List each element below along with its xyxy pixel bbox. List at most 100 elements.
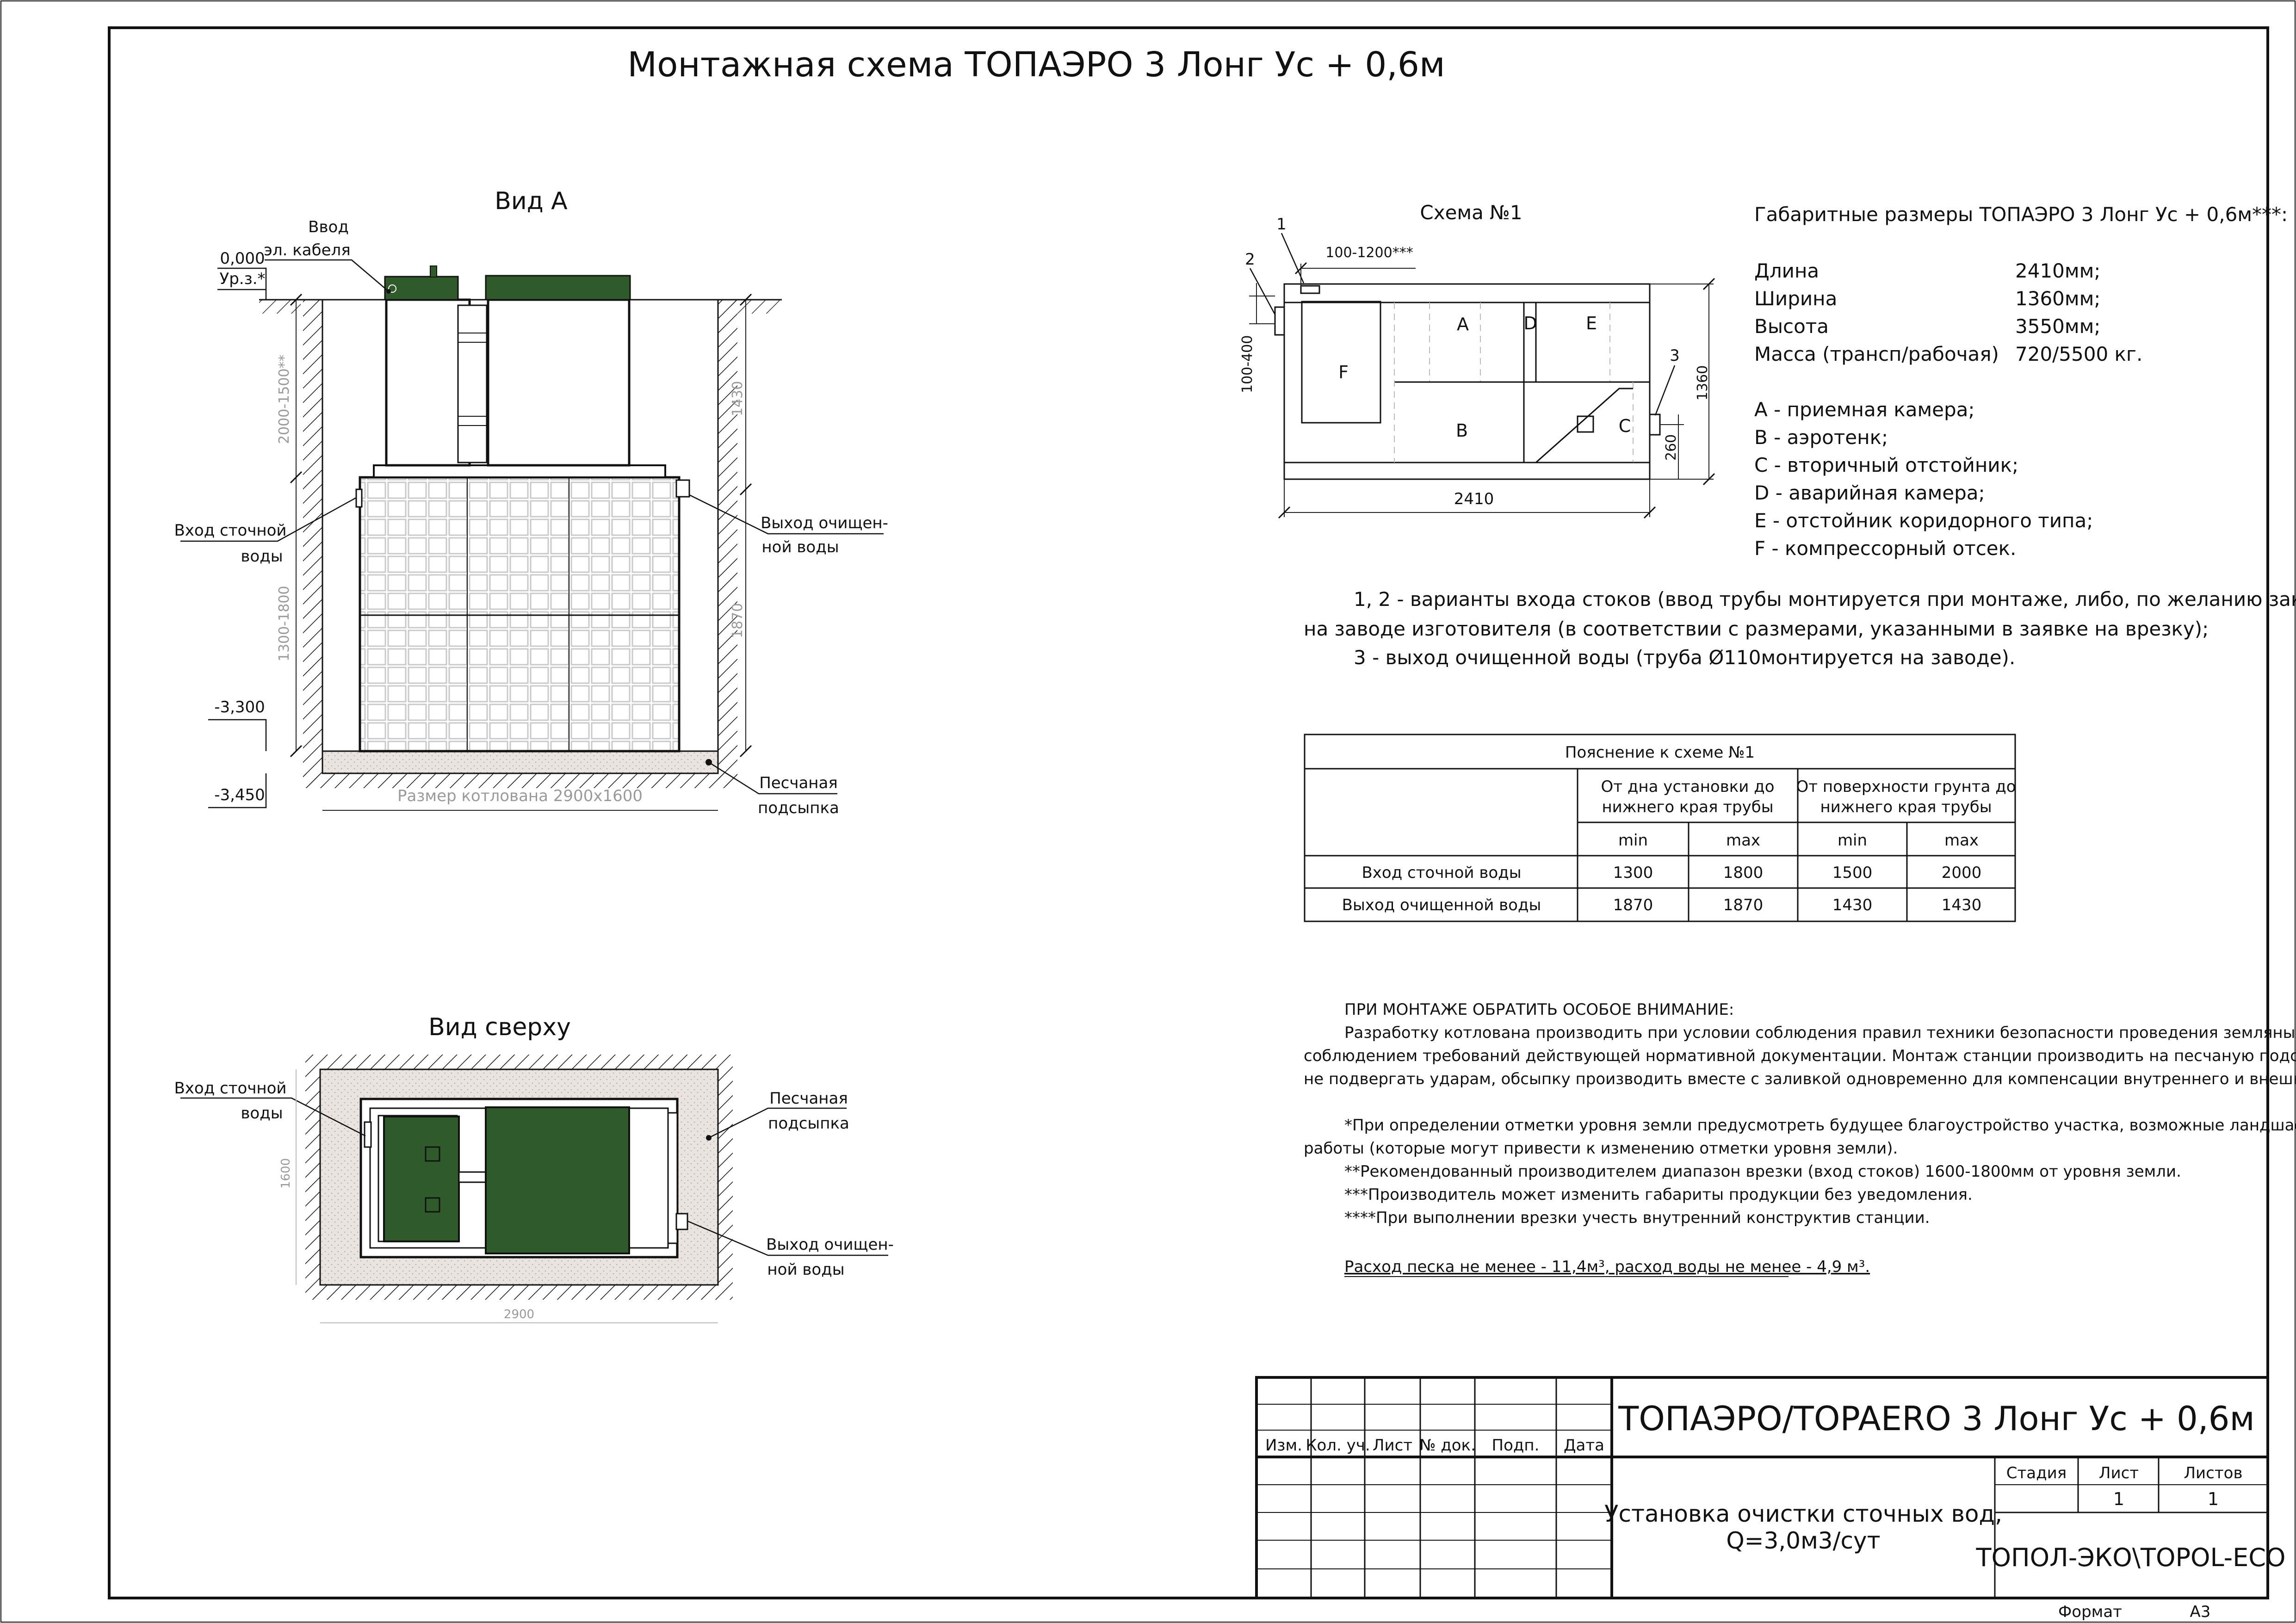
dim-2000-1500: 2000-1500**: [276, 354, 292, 444]
table-group1-line1: От дна установки до: [1601, 778, 1774, 796]
table-cell: 2000: [1942, 864, 1982, 882]
top-lid-right: [485, 1106, 630, 1254]
attention-line: не подвергать ударам, обсыпку производит…: [1304, 1070, 2296, 1088]
table-cell: 1430: [1832, 896, 1873, 914]
tank-body: [359, 476, 681, 753]
zone-d: D: [1523, 313, 1537, 333]
stamp-sheets-label: Листов: [2184, 1464, 2242, 1482]
table-group2-line2: нижнего края трубы: [1820, 798, 1992, 816]
inlet-label-1: Вход сточной: [174, 521, 286, 540]
format-value: А3: [2190, 1603, 2211, 1621]
table-sub-min: min: [1838, 831, 1867, 850]
view-a: Вид А: [174, 187, 888, 817]
scheme-label-1: 1: [1276, 215, 1287, 234]
inlet-pipe: [355, 488, 363, 508]
zone-e: E: [1586, 313, 1597, 333]
dim-row-label: Ширина: [1754, 287, 1837, 310]
attention-line: Разработку котлована производить при усл…: [1344, 1024, 2296, 1042]
table-group1-line2: нижнего края трубы: [1602, 798, 1773, 816]
legend-item: B - аэротенк;: [1754, 426, 1888, 449]
dim-row-value: 1360мм;: [2015, 287, 2100, 310]
view-a-title: Вид А: [495, 187, 568, 215]
stamp-stage-label: Стадия: [2006, 1464, 2067, 1482]
view-top-title: Вид сверху: [428, 1013, 571, 1041]
level-zero: 0,000: [220, 249, 265, 268]
table-cell: 1800: [1723, 864, 1764, 882]
consumption-note: Расход песка не менее - 11,4м³, расход в…: [1344, 1258, 1870, 1276]
dim-row-value: 3550мм;: [2015, 315, 2100, 338]
dim-row-label: Масса (трансп/рабочая): [1754, 343, 1999, 365]
dim-260: 260: [1663, 434, 1679, 461]
table-cell: 1870: [1723, 896, 1764, 914]
legend-item: A - приемная камера;: [1754, 398, 1975, 421]
outlet-label-2: ной воды: [761, 538, 839, 556]
stamp-col-header: Подп.: [1492, 1436, 1540, 1455]
dimensions-heading: Габаритные размеры ТОПАЭРО 3 Лонг Ус + 0…: [1754, 203, 2288, 226]
zone-f: F: [1338, 362, 1349, 383]
stamp-product: ТОПАЭРО/TOPAERO 3 Лонг Ус + 0,6м: [1618, 1399, 2255, 1438]
outlet-label-1: Выход очищен-: [761, 514, 888, 532]
footnote-line: *При определении отметки уровня земли пр…: [1344, 1116, 2296, 1135]
stamp-col-header: Кол. уч.: [1306, 1436, 1370, 1455]
top-sand-label-1: Песчаная: [769, 1089, 848, 1108]
table-caption: Пояснение к схеме №1: [1565, 743, 1755, 762]
zone-a: A: [1457, 314, 1469, 334]
top-dim-2900: 2900: [504, 1308, 534, 1321]
table-row-name: Вход сточной воды: [1362, 864, 1521, 882]
table-group2-line1: От поверхности грунта до: [1796, 778, 2016, 796]
zone-f-box: [1301, 301, 1381, 424]
stamp-description-1: Установка очистки сточных вод,: [1604, 1500, 2002, 1527]
dim-2410: 2410: [1454, 490, 1494, 508]
table-row-name: Выход очищенной воды: [1342, 896, 1541, 914]
dim-100-400: 100-400: [1239, 335, 1256, 393]
footnote-line: ***Производитель может изменить габариты…: [1344, 1185, 1973, 1204]
stamp-sheet-label: Лист: [2099, 1464, 2139, 1482]
table-cell: 1430: [1942, 896, 1982, 914]
title-block: Изм. Кол. уч. Лист № док. Подп. Дата ТОП…: [1255, 1376, 2286, 1621]
legend-item: F - компрессорный отсек.: [1754, 537, 2016, 560]
table-cell: 1500: [1832, 864, 1873, 882]
legend-item: E - отстойник коридорного типа;: [1754, 509, 2093, 532]
table-cell: 1300: [1613, 864, 1653, 882]
top-outlet-label-2: ной воды: [767, 1260, 844, 1279]
explanation-table: Пояснение к схеме №1 От дна установки до…: [1304, 734, 2016, 922]
scheme-label-2: 2: [1245, 250, 1255, 269]
dim-1360: 1360: [1695, 365, 1711, 401]
page-title: Монтажная схема ТОПАЭРО 3 Лонг Ус + 0,6м: [627, 45, 1445, 85]
top-outlet-label-1: Выход очищен-: [766, 1235, 894, 1254]
footnote-line: **Рекомендованный производителем диапазо…: [1344, 1162, 2181, 1181]
legend-item: C - вторичный отстойник;: [1754, 454, 2018, 476]
stamp-sheets-value: 1: [2208, 1489, 2219, 1509]
dimensions-block: Габаритные размеры ТОПАЭРО 3 Лонг Ус + 0…: [1754, 203, 2288, 560]
stamp-col-header: Лист: [1373, 1436, 1412, 1455]
table-sub-min: min: [1618, 831, 1648, 850]
stamp-col-header: № док.: [1419, 1436, 1476, 1455]
dim-row-label: Длина: [1754, 259, 1819, 282]
pit-size: Размер котлована 2900х1600: [397, 787, 643, 805]
stamp-col-header: Изм.: [1265, 1436, 1302, 1455]
dim-row-value: 720/5500 кг.: [2015, 343, 2142, 365]
top-dim-1600: 1600: [279, 1158, 293, 1189]
stamp-description-2: Q=3,0м3/сут: [1726, 1527, 1880, 1554]
sand-label-1: Песчаная: [759, 774, 838, 792]
scheme-1: Схема №1 A D E F B C 1 2 3: [1239, 201, 1715, 519]
variants-line-1: 1, 2 - варианты входа стоков (ввод трубы…: [1354, 588, 2296, 611]
top-sand-label-2: подсыпка: [768, 1114, 849, 1133]
dim-100-1200: 100-1200***: [1325, 245, 1413, 261]
level-3300: -3,300: [214, 698, 265, 716]
stamp-col-header: Дата: [1564, 1436, 1604, 1455]
dim-1870: 1870: [730, 603, 746, 638]
format-label: Формат: [2058, 1603, 2122, 1621]
table-cell: 1870: [1613, 896, 1653, 914]
top-inlet-label-2: воды: [241, 1104, 283, 1123]
inner-frame: [108, 26, 2269, 1599]
dim-row-value: 2410мм;: [2015, 259, 2100, 282]
attention-notes: ПРИ МОНТАЖЕ ОБРАТИТЬ ОСОБОЕ ВНИМАНИЕ: Ра…: [1304, 1000, 2296, 1277]
zone-c: C: [1619, 416, 1631, 436]
footnote-line: ****При выполнении врезки учесть внутрен…: [1344, 1209, 1930, 1227]
top-lid-left: [383, 1116, 460, 1242]
view-top: Вид сверху Вход сточной воды Песчаная по…: [174, 1013, 894, 1323]
stamp-company: ТОПОЛ-ЭКО\TOPOL-ECO: [1976, 1543, 2286, 1572]
scheme-label-3: 3: [1670, 346, 1680, 365]
